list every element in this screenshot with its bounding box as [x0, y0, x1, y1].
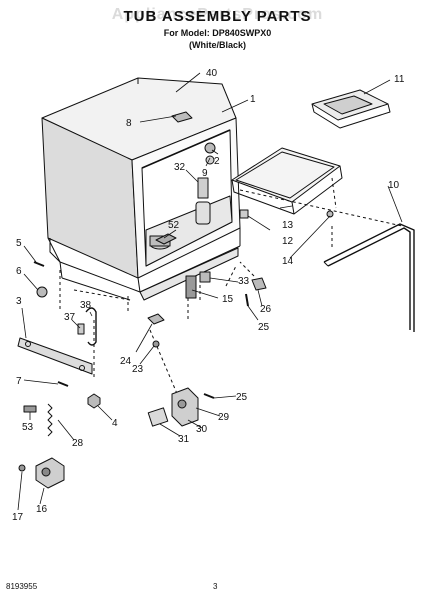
- model-color: (White/Black): [188, 40, 246, 50]
- callout-label: 53: [22, 422, 34, 433]
- callout-label: 13: [282, 220, 294, 231]
- vent-filter: [311, 89, 391, 129]
- callout-label: 14: [282, 256, 294, 267]
- callout-label: 7: [16, 376, 22, 387]
- callout-label: 11: [394, 74, 405, 85]
- callout-label: 8: [126, 118, 132, 129]
- watermark: AppliancePartsPros.com: [111, 6, 324, 23]
- callout-label: 24: [120, 356, 132, 367]
- callout-label: 40: [206, 68, 218, 79]
- callout-leaders: [17, 72, 403, 511]
- door-gasket: [323, 223, 415, 332]
- callout-label: 2: [214, 156, 220, 167]
- callout-label: 15: [222, 294, 234, 305]
- model-number: For Model: DP840SWPX0: [163, 28, 272, 38]
- callout-label: 12: [282, 236, 294, 247]
- callout-label: 6: [16, 266, 22, 277]
- page-number: 3: [213, 582, 218, 591]
- callout-label: 10: [388, 180, 400, 191]
- callout-label: 23: [132, 364, 144, 375]
- callout-label: 32: [174, 162, 186, 173]
- callout-label: 33: [238, 276, 250, 287]
- dish-rack: [231, 147, 343, 215]
- callout-label: 30: [196, 424, 208, 435]
- callout-label: 38: [80, 300, 92, 311]
- callout-label: 52: [168, 220, 180, 231]
- page-title: TUB ASSEMBLY PARTS: [123, 8, 312, 25]
- callout-label: 26: [260, 304, 272, 315]
- callout-label: 31: [178, 434, 190, 445]
- callout-label: 3: [16, 296, 22, 307]
- callout-label: 9: [202, 168, 208, 179]
- base-plate: [139, 247, 239, 301]
- callout-label: 28: [72, 438, 84, 449]
- callout-label: 5: [16, 238, 22, 249]
- callout-label: 1: [250, 94, 256, 105]
- callout-label: 17: [12, 512, 24, 523]
- callout-label: 25: [236, 392, 248, 403]
- document-number: 8193955: [6, 582, 38, 591]
- callout-label: 37: [64, 312, 76, 323]
- small-hardware: [17, 177, 334, 489]
- callout-label: 29: [218, 412, 230, 423]
- callout-label: 25: [258, 322, 270, 333]
- callout-label: 16: [36, 504, 48, 515]
- callout-label: 4: [112, 418, 118, 429]
